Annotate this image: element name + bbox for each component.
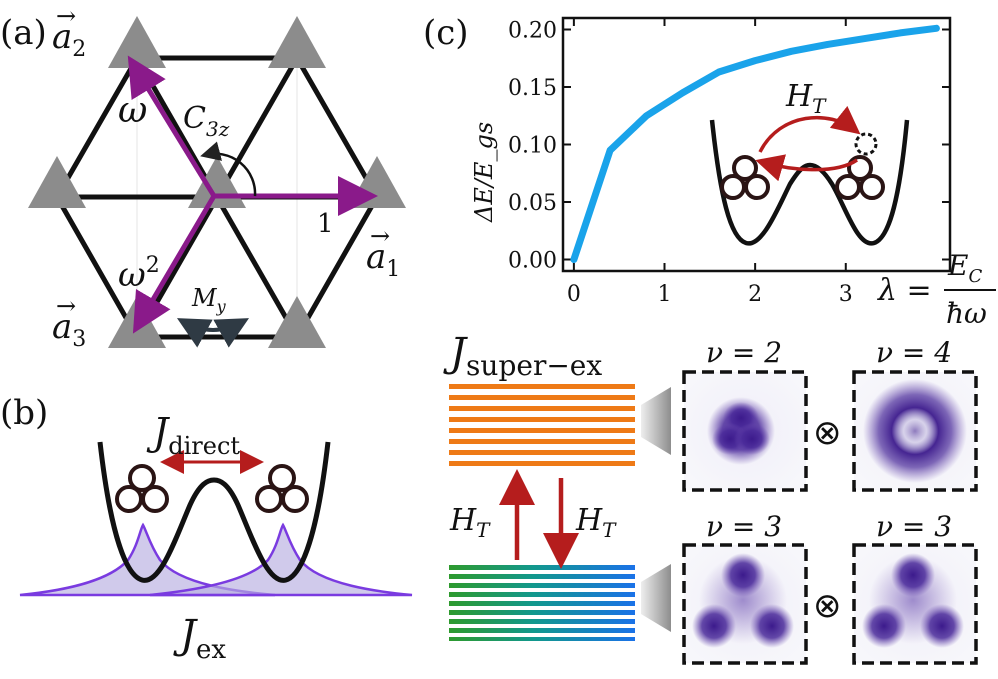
- arrow-accent-a1: →: [370, 222, 390, 250]
- panel-c-label: (c): [423, 13, 469, 53]
- label-a1: a1: [366, 237, 400, 282]
- funnel-top: [641, 387, 671, 455]
- label-omega-squared: ω2: [118, 253, 160, 295]
- nu-label-top-left: ν = 2: [706, 336, 782, 369]
- inset-hole-dashed: [854, 132, 878, 156]
- label-j-ex: Jex: [173, 612, 226, 665]
- label-j-super-ex: Jsuper−ex: [443, 330, 602, 382]
- data-point: [788, 48, 795, 55]
- panel-b-label: (b): [0, 393, 48, 433]
- lambda-denominator: ħω: [946, 297, 987, 330]
- data-point: [679, 89, 686, 96]
- nu-label-bottom-left: ν = 3: [706, 510, 782, 543]
- label-j-direct: Jdirect: [146, 410, 240, 460]
- particles-right: [255, 464, 309, 513]
- data-point: [824, 41, 831, 48]
- y-tick-label: 0.10: [508, 134, 557, 159]
- data-point: [896, 29, 904, 37]
- lambda-label: λ =: [877, 273, 932, 308]
- primitive-vectors: [127, 55, 378, 334]
- lambda-numerator: EC: [947, 249, 982, 287]
- double-well: [97, 441, 331, 583]
- site-triangle: [268, 296, 326, 348]
- label-a2: a2: [52, 17, 86, 62]
- site-triangle: [108, 16, 166, 68]
- panel-b: (b) Jdirect Jex: [0, 393, 413, 665]
- nu-label-top-right: ν = 4: [876, 336, 952, 369]
- y-tick-label: 0.15: [508, 76, 557, 101]
- particles-left: [115, 464, 169, 513]
- data-point: [751, 57, 759, 64]
- x-tick-label: 0: [567, 282, 581, 307]
- nu-label-bottom-right: ν = 3: [876, 510, 952, 543]
- label-c3z: C3z: [183, 101, 230, 141]
- data-point: [643, 112, 650, 119]
- y-tick-label: 0.00: [508, 249, 557, 274]
- upper-band-stack: [449, 384, 635, 466]
- chart-ylabel: ΔE/E_gs: [470, 122, 498, 223]
- panel-a: (a) a2: [0, 2, 406, 352]
- density-tile-nu3-right: [852, 543, 978, 665]
- y-tick-label: 0.20: [508, 19, 557, 44]
- density-tile-nu2: [682, 370, 808, 492]
- ht-label-right: HT: [575, 503, 617, 542]
- inset-ht-arrow-top: [758, 105, 861, 153]
- label-my: My: [191, 284, 227, 316]
- tensor-product-bottom: ⊗: [813, 586, 842, 626]
- x-tick-label: 2: [748, 282, 762, 307]
- tensor-product-top: ⊗: [813, 413, 842, 453]
- c3z-rotation-arrow: [200, 141, 257, 197]
- label-omega: ω: [118, 90, 147, 131]
- ht-label-left: HT: [449, 503, 491, 542]
- vector-a3-arrow: [132, 194, 217, 334]
- site-triangle: [268, 16, 326, 68]
- data-point: [933, 25, 940, 32]
- panel-a-label: (a): [0, 13, 47, 53]
- data-point: [715, 68, 723, 76]
- chart-marks: [570, 24, 940, 263]
- label-a3: a3: [52, 307, 86, 352]
- wavefunction-right: [149, 522, 413, 597]
- label-one: 1: [317, 209, 334, 239]
- x-tick-label: 1: [658, 282, 672, 307]
- chart-ticks: 0.00 0.05 0.10 0.15 0.20 0 1 2 3: [508, 18, 950, 307]
- density-tile-nu3-left: [682, 543, 808, 665]
- site-triangle: [28, 156, 86, 208]
- inset-double-well: [709, 119, 910, 246]
- vector-a2-arrow: [127, 55, 217, 198]
- inset-ht-arrow-bottom: [755, 154, 858, 182]
- data-point: [860, 35, 868, 42]
- arrow-accent-a3: →: [56, 292, 76, 320]
- x-tick-label: 3: [839, 282, 853, 307]
- inset-ht-label: HT: [785, 79, 827, 118]
- data-point: [570, 256, 578, 263]
- y-tick-label: 0.05: [508, 191, 557, 216]
- arrow-accent-a2: →: [56, 2, 76, 30]
- inset-particles-right: [835, 155, 885, 200]
- lower-band-stack: [449, 565, 635, 641]
- panel-c: (c) 0.00 0.05 0.10 0.15 0.20 0 1 2 3 ΔE/E_gs λ =…: [423, 13, 996, 665]
- data-point: [606, 147, 614, 154]
- density-tile-nu4: [852, 370, 978, 492]
- funnel-bottom: [641, 564, 671, 632]
- inset-particles-left: [720, 155, 770, 200]
- mirror-arrow: [176, 318, 250, 348]
